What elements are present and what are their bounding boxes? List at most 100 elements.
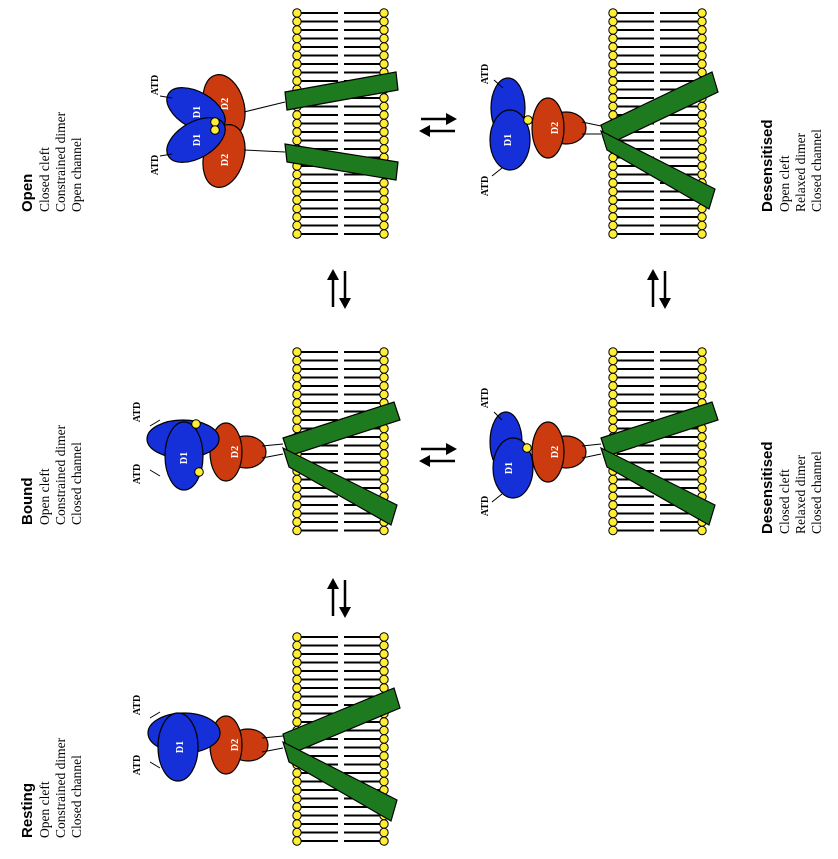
lipid-head [292,372,302,383]
state-line: Closed cleft [37,147,52,212]
lipid-head [379,178,389,188]
lipid-head [379,389,389,400]
lipid-head [697,110,707,120]
lipid-head [608,169,618,180]
lipid-head [292,16,302,27]
lipid-head [379,203,389,214]
lipid-head [292,76,302,86]
lipid-head [379,118,389,129]
lipid-head [608,16,618,27]
lipid-head [292,649,302,659]
ligand [191,419,201,429]
lipid-head [292,8,302,18]
lipid-head [292,666,302,676]
state-line: Closed channel [69,442,84,525]
lipid-head [608,381,618,391]
lipid-head [697,101,707,112]
lipid-head [292,135,302,146]
lipid-head [292,776,302,787]
lipid-head [379,657,389,668]
lipid-head [379,220,389,231]
linker-line [491,493,503,503]
state-title: Desensitised [759,119,776,212]
lipid-head [292,785,302,795]
arrow-head [446,113,457,125]
lipid-head [379,101,389,112]
lipid-head [608,474,618,485]
state-title: Bound [19,478,36,525]
linker-line [581,121,602,127]
lipid-head [608,372,618,383]
lipid-head [379,432,389,442]
lipid-head [379,59,389,69]
atd-label: ATD [480,388,491,408]
lipid-head [608,398,618,408]
lipid-head [697,161,707,171]
lipid-head [292,229,302,239]
lipid-head [379,50,389,61]
linker-line [243,149,286,153]
d2-label: D2 [550,446,561,458]
lipid-head [608,186,618,197]
lipid-head [608,500,618,510]
lipid-head [379,717,389,727]
state-line: Constrained dimer [53,111,68,212]
arrow-head [327,269,339,280]
lipid-head [292,389,302,400]
d1-label: D1 [503,134,514,146]
ligand [210,125,220,135]
state-line: Constrained dimer [53,424,68,525]
label-desensitised-closed-cleft: Desensitised Closed cleft Relaxed dimer … [759,441,824,534]
lipid-head [697,449,707,459]
lipid-head [608,483,618,493]
lipid-head [608,195,618,205]
lipid-head [292,632,302,642]
lipid-head [379,483,389,493]
lipid-head [697,220,707,231]
equilibrium-arrows-bound-desensitised [419,443,457,467]
lipid-head [292,474,302,485]
lipid-head [608,355,618,366]
lipid-head [379,440,389,451]
lipid-head [608,364,618,374]
lipid-head [292,195,302,205]
state-line: Open cleft [37,781,52,838]
state-line: Closed channel [69,755,84,838]
ligand [523,115,533,125]
lipid-head [292,364,302,374]
state-title: Desensitised [759,441,776,534]
tm-helix-upper [284,71,399,111]
arrow-head [419,125,430,137]
lipid-head [608,59,618,69]
lipid-head [292,398,302,408]
lipid-head [608,203,618,214]
lipid-head [292,802,302,812]
label-bound: Bound Open cleft Constrained dimer Close… [19,424,84,525]
lipid-head [608,389,618,400]
atd-label: ATD [132,402,143,422]
lipid-head [608,93,618,103]
atd-label: ATD [132,755,143,775]
state-line: Relaxed dimer [793,454,808,534]
lipid-head [292,508,302,519]
state-line: Closed cleft [777,469,792,534]
lipid-head [697,50,707,61]
linker-line [149,469,161,477]
lipid-head [697,525,707,536]
lipid-head [379,474,389,485]
atd-label: ATD [132,695,143,715]
lipid-head [379,8,389,18]
equilibrium-arrows-bound-open [327,269,351,309]
diagram-graphics: D2D1ATDATDD2D1ATDATDD2D2D1D1ATDATDD2D1AT… [132,8,719,846]
lipid-head [697,229,707,239]
lipid-head [379,666,389,676]
lipid-head [292,717,302,727]
lipid-head [292,683,302,693]
lipid-head [379,42,389,52]
lipid-head [379,649,389,659]
lipid-head [608,491,618,502]
lipid-head [292,347,302,357]
d2-domain [531,421,565,483]
lipid-head [379,33,389,44]
lipid-head [292,67,302,78]
